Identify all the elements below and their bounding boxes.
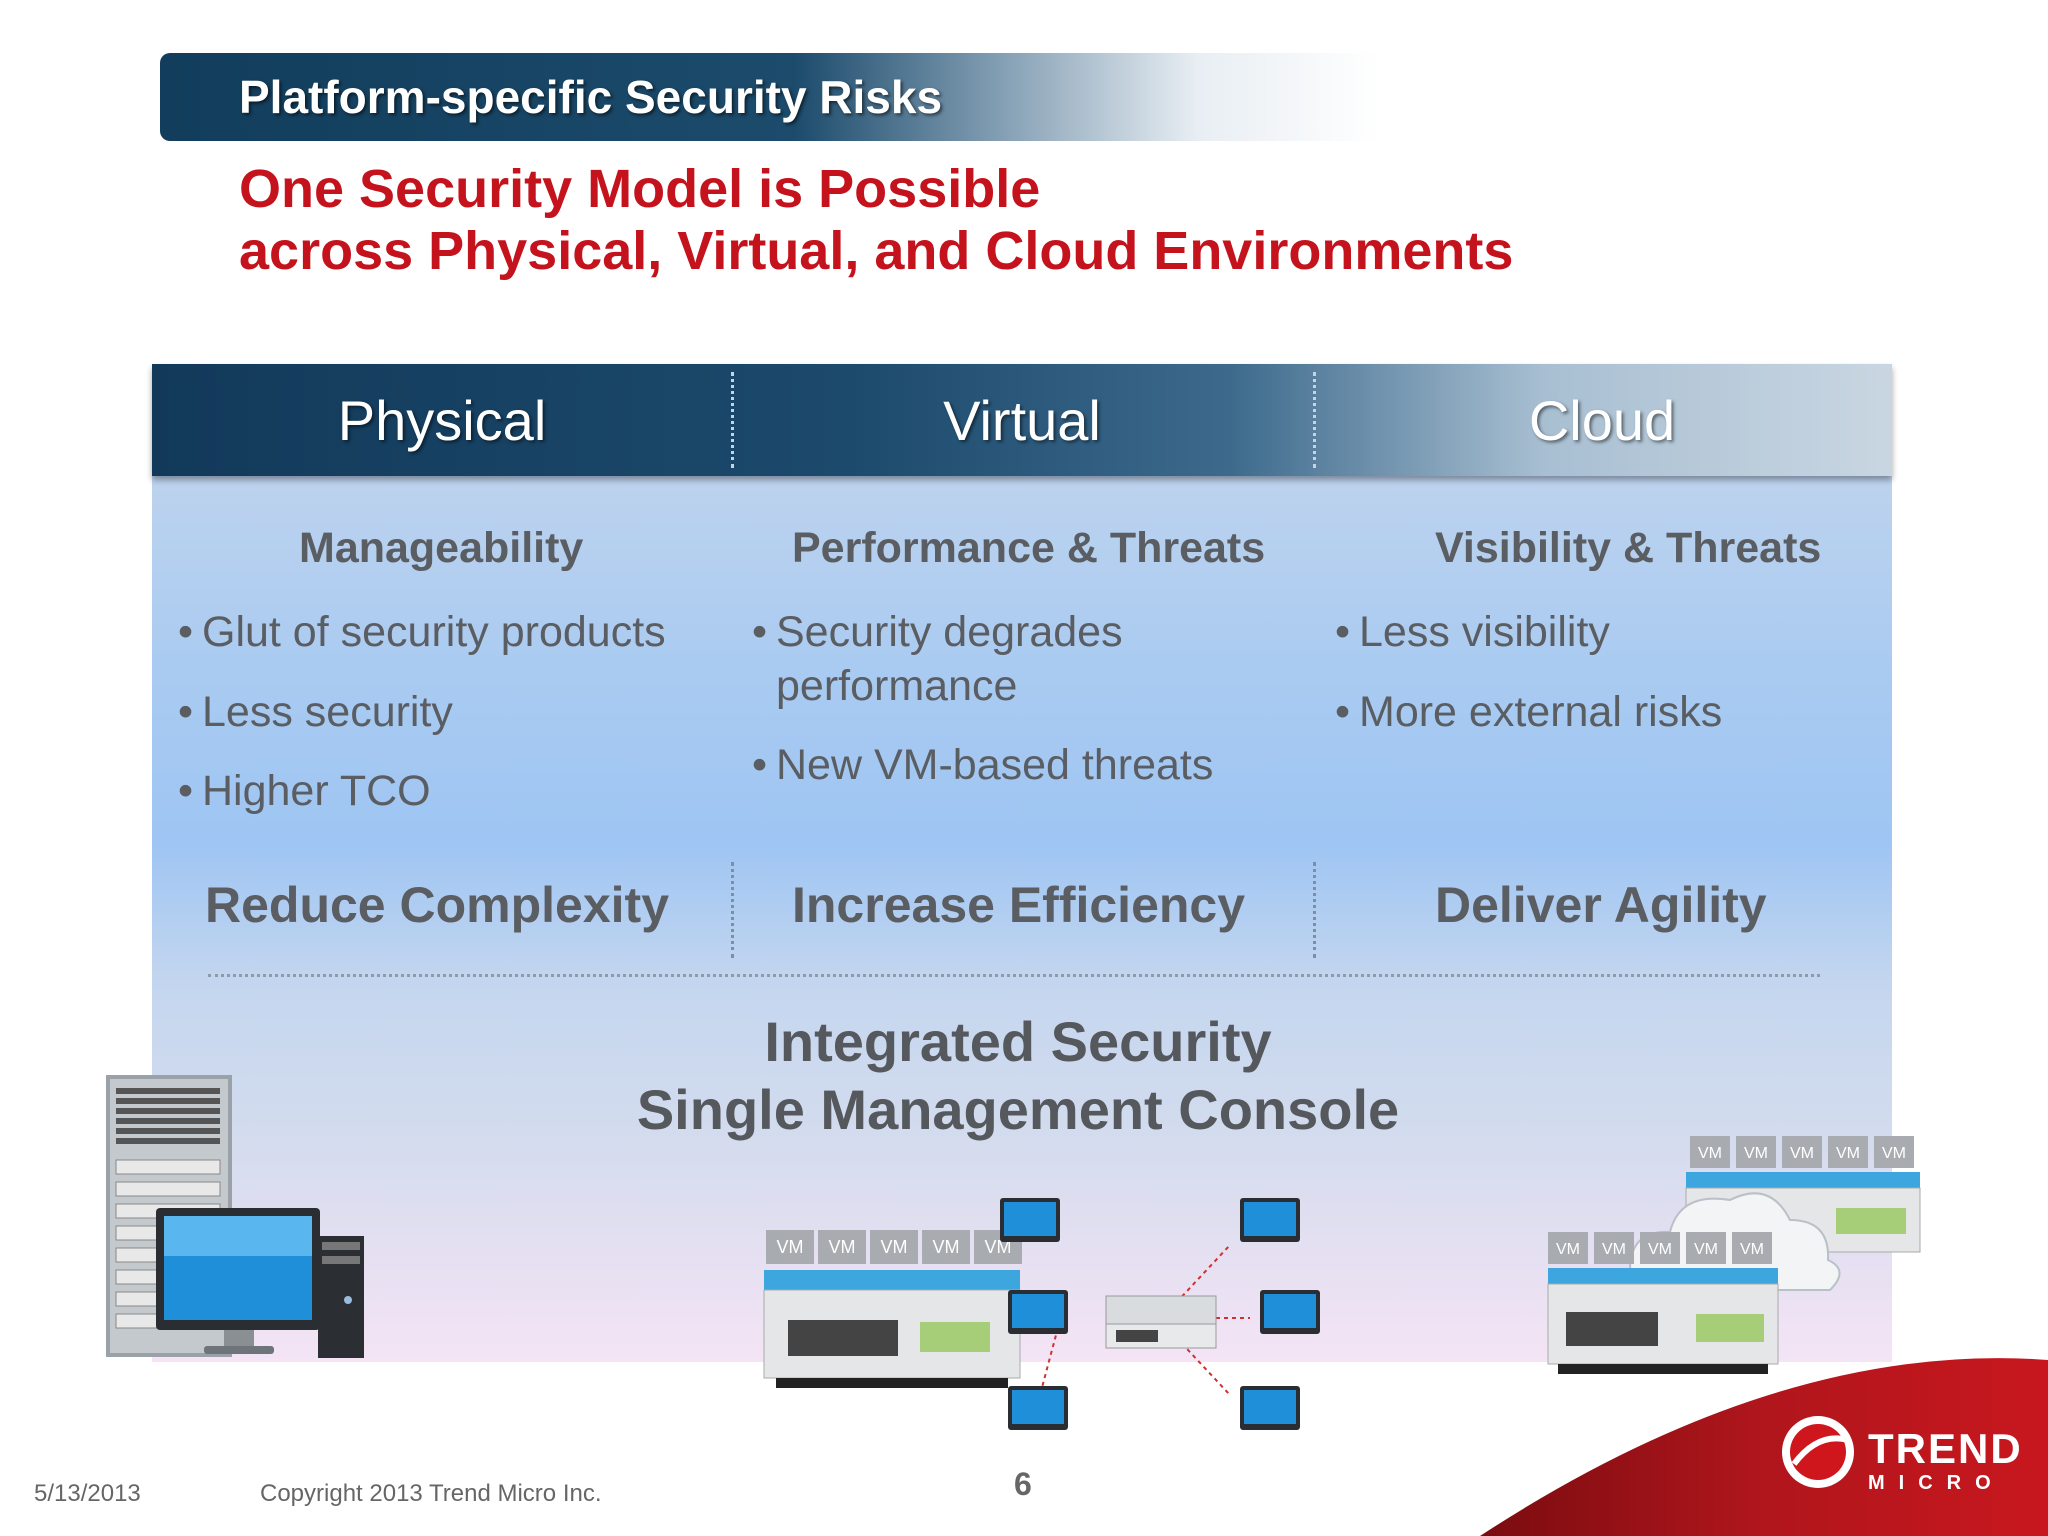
trend-micro-logo-text: TREND MICRO — [1868, 1428, 2023, 1495]
vm-label: VM — [1740, 1241, 1764, 1258]
logo-line-1: TREND — [1868, 1425, 2023, 1472]
list-item: •New VM-based threats — [752, 741, 1214, 789]
vm-label: VM — [1698, 1145, 1722, 1162]
content-panel — [152, 364, 1892, 1362]
goal-increase-efficiency: Increase Efficiency — [792, 877, 1246, 933]
vm-label: VM — [829, 1237, 856, 1257]
title-banner — [160, 53, 1380, 141]
category-manageability: Manageability — [299, 524, 584, 572]
column-header-virtual: Virtual — [943, 389, 1101, 452]
integrated-security-heading: Integrated Security Single Management Co… — [560, 1008, 1476, 1144]
brand-swoosh — [1480, 1358, 2048, 1536]
footer-copyright: Copyright 2013 Trend Micro Inc. — [260, 1480, 602, 1507]
list-item-continuation: performance — [776, 662, 1018, 710]
goal-divider — [731, 862, 734, 958]
virtual-network-icon: VM VM VM VM VM — [763, 1198, 1320, 1430]
list-item: •Glut of security products — [178, 608, 666, 656]
column-header-physical: Physical — [337, 389, 547, 452]
vm-label: VM — [1744, 1145, 1768, 1162]
list-item: •Higher TCO — [178, 767, 431, 815]
integrated-line-1: Integrated Security — [764, 1010, 1272, 1073]
vm-label: VM — [1694, 1241, 1718, 1258]
footer-date: 5/13/2013 — [34, 1480, 141, 1507]
vm-label: VM — [1790, 1145, 1814, 1162]
column-header-bar — [152, 364, 1892, 476]
physical-server-computer-icon — [106, 1075, 364, 1358]
subtitle-line-2: across Physical, Virtual, and Cloud Envi… — [239, 221, 1514, 281]
slide-subtitle: One Security Model is Possible across Ph… — [239, 158, 1513, 282]
category-visibility-threats: Visibility & Threats — [1435, 524, 1822, 572]
list-item: •Less visibility — [1335, 608, 1610, 656]
logo-line-2: MICRO — [1868, 1472, 2005, 1494]
slide-title: Platform-specific Security Risks — [239, 71, 943, 123]
trend-micro-logo-icon — [1782, 1416, 1854, 1488]
category-performance-threats: Performance & Threats — [792, 524, 1266, 572]
goal-divider — [1313, 862, 1316, 958]
integrated-line-2: Single Management Console — [636, 1078, 1400, 1141]
vm-label: VM — [1882, 1145, 1906, 1162]
list-item: •Security degrades — [752, 608, 1123, 656]
vm-label: VM — [1836, 1145, 1860, 1162]
list-item: •More external risks — [1335, 688, 1723, 736]
section-divider — [208, 974, 1820, 977]
goal-reduce-complexity: Reduce Complexity — [205, 877, 670, 933]
header-divider — [731, 372, 734, 468]
vm-label: VM — [881, 1237, 908, 1257]
page-number: 6 — [1014, 1466, 1032, 1502]
subtitle-line-1: One Security Model is Possible — [239, 159, 1041, 219]
list-item: •Less security — [178, 688, 453, 736]
header-divider — [1313, 372, 1316, 468]
vm-label: VM — [933, 1237, 960, 1257]
vm-label: VM — [1648, 1241, 1672, 1258]
vm-label: VM — [1602, 1241, 1626, 1258]
column-header-cloud: Cloud — [1528, 389, 1676, 452]
vm-label: VM — [1556, 1241, 1580, 1258]
cloud-servers-icon: VM VM VM VM VM VM VM VM VM VM — [1547, 1136, 1921, 1374]
goal-deliver-agility: Deliver Agility — [1435, 877, 1767, 933]
vm-label: VM — [777, 1237, 804, 1257]
